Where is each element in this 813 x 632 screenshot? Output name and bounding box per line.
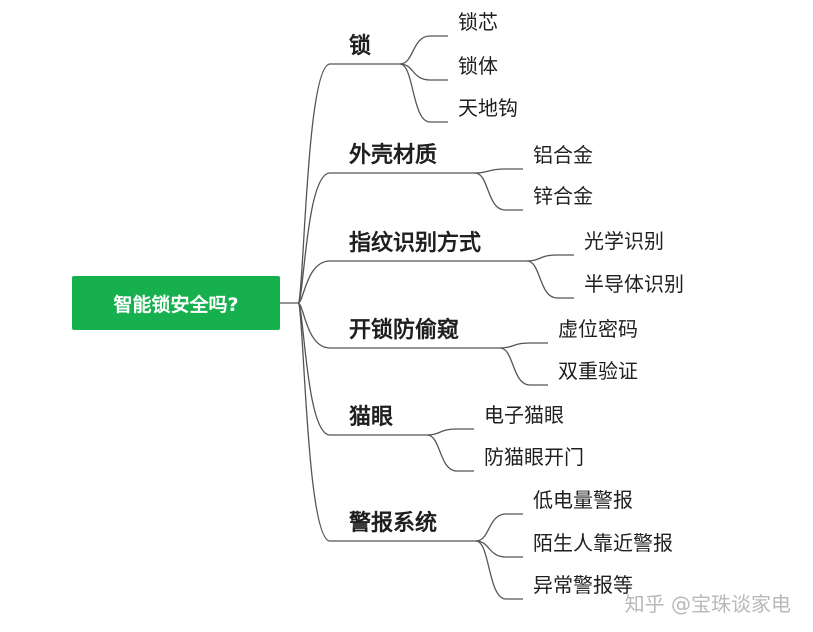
leaf-label[interactable]: 虚位密码 (558, 317, 638, 341)
connector-line (474, 168, 523, 174)
leaf-label[interactable]: 防猫眼开门 (484, 445, 584, 469)
leaf-label[interactable]: 双重验证 (558, 359, 638, 383)
connector-line (297, 302, 331, 542)
root-node-label: 智能锁安全吗? (113, 293, 239, 316)
connector-line (297, 260, 331, 304)
branch-label[interactable]: 开锁防偷窥 (349, 318, 460, 343)
leaf-label[interactable]: 异常警报等 (533, 573, 633, 597)
connector-line (399, 63, 448, 123)
leaf-label[interactable]: 光学识别 (584, 229, 664, 253)
leaf-label[interactable]: 低电量警报 (533, 488, 633, 512)
leaf-label[interactable]: 锁体 (458, 54, 498, 78)
connector-line (526, 254, 574, 262)
branch-label[interactable]: 警报系统 (349, 511, 438, 536)
connector-line (475, 540, 523, 600)
branch-label[interactable]: 指纹识别方式 (349, 231, 482, 256)
root-node[interactable]: 智能锁安全吗? (72, 276, 280, 330)
branch-label[interactable]: 锁 (349, 34, 372, 59)
connector-line (499, 342, 548, 349)
leaf-label[interactable]: 锌合金 (533, 184, 593, 208)
leaf-label[interactable]: 锁芯 (458, 10, 498, 34)
branch-label[interactable]: 外壳材质 (349, 143, 438, 168)
leaf-label[interactable]: 陌生人靠近警报 (533, 531, 673, 555)
connector-line (475, 513, 523, 542)
connector-line (499, 347, 548, 386)
connector-line (297, 63, 331, 304)
connector-line (426, 428, 474, 436)
branch-label[interactable]: 猫眼 (349, 405, 394, 430)
leaf-label[interactable]: 铝合金 (533, 143, 593, 167)
connector-line (475, 540, 523, 558)
connector-line (399, 63, 448, 81)
watermark: 知乎 @宝珠谈家电 (624, 592, 791, 616)
connector-line (426, 434, 474, 472)
connector-line (399, 35, 448, 65)
connector-line (297, 302, 331, 436)
connector-line (297, 172, 331, 304)
connector-line (526, 260, 574, 299)
leaf-label[interactable]: 电子猫眼 (484, 403, 564, 427)
connector-line (474, 172, 523, 211)
leaf-label[interactable]: 半导体识别 (584, 272, 684, 296)
leaf-label[interactable]: 天地钩 (458, 96, 518, 120)
